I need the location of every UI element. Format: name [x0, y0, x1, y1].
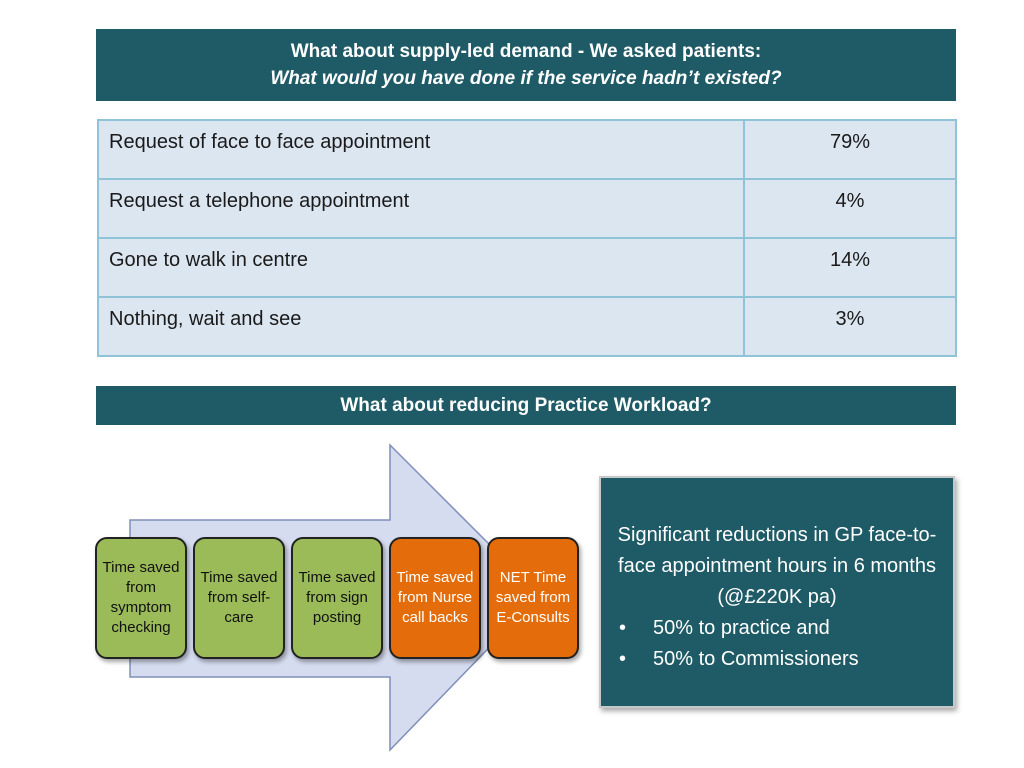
- survey-header: What about supply-led demand - We asked …: [96, 29, 956, 101]
- survey-results-table: Request of face to face appointment 79% …: [97, 119, 957, 357]
- box-label: Time saved from sign posting: [298, 569, 376, 626]
- answer-percentage: 3%: [743, 296, 957, 357]
- bullet-text: 50% to Commissioners: [653, 648, 859, 670]
- survey-title: What about supply-led demand - We asked …: [290, 41, 762, 62]
- list-item: • 50% to Commissioners: [613, 644, 943, 675]
- bullet-text: 50% to practice and: [653, 617, 830, 639]
- answer-label: Request of face to face appointment: [97, 119, 745, 180]
- answer-label: Request a telephone appointment: [97, 178, 745, 239]
- answer-percentage: 79%: [743, 119, 957, 180]
- box-label: NET Time saved from E-Consults: [495, 569, 571, 626]
- answer-label: Gone to walk in centre: [97, 237, 745, 298]
- e-consults-box: NET Time saved from E-Consults: [487, 537, 579, 659]
- answer-percentage: 14%: [743, 237, 957, 298]
- nurse-call-backs-box: Time saved from Nurse call backs: [389, 537, 481, 659]
- box-label: Time saved from self-care: [200, 569, 278, 626]
- table-row: Gone to walk in centre 14%: [97, 237, 957, 298]
- survey-question: What would you have done if the service …: [270, 68, 782, 89]
- workload-header: What about reducing Practice Workload?: [96, 386, 956, 425]
- answer-label: Nothing, wait and see: [97, 296, 745, 357]
- table-row: Nothing, wait and see 3%: [97, 296, 957, 357]
- box-label: Time saved from symptom checking: [102, 559, 180, 636]
- answer-percentage: 4%: [743, 178, 957, 239]
- summary-bullets: • 50% to practice and • 50% to Commissione…: [611, 613, 943, 675]
- box-label: Time saved from Nurse call backs: [396, 569, 474, 626]
- summary-lead: Significant reductions in GP face-to-fac…: [617, 524, 937, 608]
- sign-posting-box: Time saved from sign posting: [291, 537, 383, 659]
- symptom-checking-box: Time saved from symptom checking: [95, 537, 187, 659]
- self-care-box: Time saved from self-care: [193, 537, 285, 659]
- summary-box: Significant reductions in GP face-to-fac…: [599, 476, 955, 708]
- bullet-icon: •: [619, 617, 627, 639]
- table-row: Request of face to face appointment 79%: [97, 119, 957, 180]
- table-row: Request a telephone appointment 4%: [97, 178, 957, 239]
- bullet-icon: •: [619, 648, 627, 670]
- list-item: • 50% to practice and: [613, 613, 943, 644]
